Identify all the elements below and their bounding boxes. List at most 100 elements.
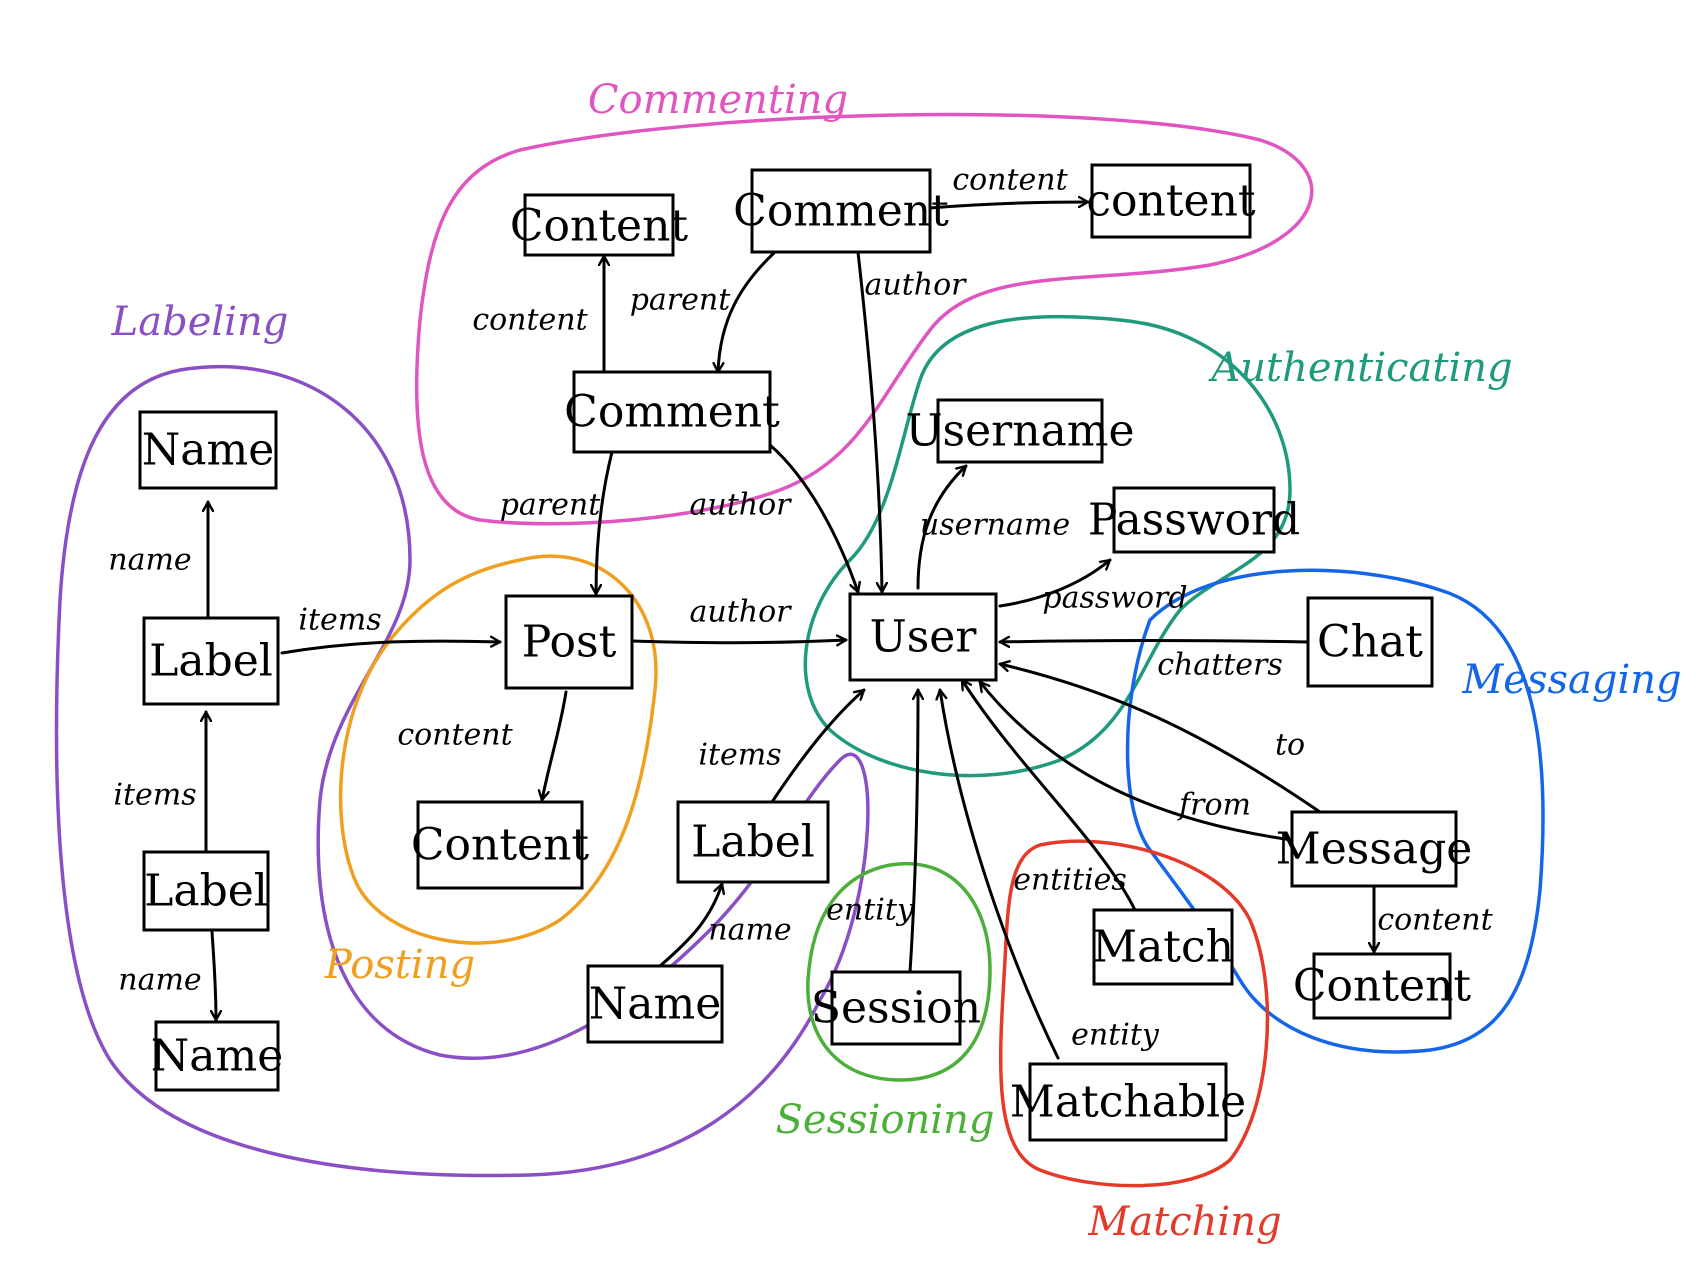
groups-layer xyxy=(54,112,1545,1188)
edge-label-label-user-items: items xyxy=(698,738,781,773)
node-label-content-comment-right: content xyxy=(1086,176,1256,227)
edge-session-entity xyxy=(908,688,918,974)
edge-label-matchable-entity: entity xyxy=(1071,1018,1160,1053)
edge-user-password xyxy=(998,558,1112,608)
node-label-post: Post xyxy=(522,617,617,668)
node-user: User xyxy=(848,592,998,682)
edge-label-user-items xyxy=(770,688,866,804)
nodes-layer: Content Comment content Comment Name Lab… xyxy=(138,163,1473,1142)
edge-label-comment-top-content: content xyxy=(952,163,1068,198)
node-post: Post xyxy=(504,594,634,690)
node-label-matchable: Matchable xyxy=(1010,1077,1246,1128)
node-label-label-lower: Label xyxy=(144,866,268,917)
node-label-match: Match xyxy=(1092,922,1234,973)
group-labels-layer: Commenting Labeling Authenticating Posti… xyxy=(111,77,1682,1245)
edge-comment-mid-author xyxy=(768,443,858,594)
group-outline-labeling xyxy=(54,364,870,1178)
edge-comment-mid-parent xyxy=(596,450,614,596)
edge-label-message-to: to xyxy=(1275,728,1305,763)
node-label-username: Username xyxy=(905,406,1134,457)
node-chat: Chat xyxy=(1306,596,1434,688)
edge-labels-layer: content parent author content parent aut… xyxy=(108,163,1493,1053)
edges-layer xyxy=(206,202,1374,1060)
edge-label-comment-top-parent: parent xyxy=(630,283,732,318)
edge-label-lower-name xyxy=(212,930,216,1022)
node-label-lower: Label xyxy=(142,850,270,932)
edge-comment-top-content-right xyxy=(928,202,1090,210)
edge-message-from xyxy=(978,680,1294,842)
edge-label-session-entity: entity xyxy=(826,893,915,928)
node-name-label-top: Name xyxy=(138,410,278,490)
node-label-user: User xyxy=(870,612,978,663)
edge-label-message-from: from xyxy=(1177,788,1251,823)
node-label-label-main: Label xyxy=(149,636,273,687)
edge-label-user-username: username xyxy=(920,508,1070,543)
node-content-comment-top: Content xyxy=(510,193,689,257)
node-name-label-bottom: Name xyxy=(151,1020,284,1092)
node-comment-mid: Comment xyxy=(564,370,780,454)
node-label-user: Label xyxy=(676,800,830,884)
edge-label-label-lower-items: items xyxy=(113,778,196,813)
edge-user-username xyxy=(916,464,968,590)
node-comment-top: Comment xyxy=(733,168,949,254)
group-label-sessioning: Sessioning xyxy=(776,1097,995,1143)
edge-label-comment-top-author: author xyxy=(865,268,968,303)
node-label-name-label-bottom: Name xyxy=(151,1031,284,1082)
group-label-matching: Matching xyxy=(1087,1199,1281,1245)
edge-label-comment-mid-content: content xyxy=(472,303,588,338)
node-content-post: Content xyxy=(411,800,590,890)
node-content-comment-right: content xyxy=(1086,163,1256,239)
edge-label-match-entities: entities xyxy=(1013,863,1127,898)
node-label-chat: Chat xyxy=(1317,617,1423,668)
node-label-session: Session xyxy=(811,983,981,1034)
group-label-authenticating: Authenticating xyxy=(1207,345,1512,391)
node-content-message: Content xyxy=(1293,952,1472,1020)
group-label-commenting: Commenting xyxy=(588,77,848,123)
group-outline-commenting xyxy=(414,112,1314,526)
edge-label-label-main-name: name xyxy=(108,543,191,578)
group-outline-matching xyxy=(998,839,1270,1188)
node-match: Match xyxy=(1092,908,1234,986)
edge-post-content xyxy=(542,690,568,802)
edge-message-to xyxy=(998,664,1322,814)
node-label-label-user: Label xyxy=(691,817,815,868)
edge-match-entities xyxy=(960,678,1137,912)
edge-label-comment-mid-parent: parent xyxy=(500,488,602,523)
group-outline-authenticating xyxy=(803,314,1292,778)
edge-label-post-author: author xyxy=(690,595,793,630)
node-label-content-comment-top: Content xyxy=(510,201,689,252)
edge-label-comment-mid-author: author xyxy=(690,488,793,523)
group-outline-sessioning xyxy=(806,861,992,1082)
node-session: Session xyxy=(811,970,981,1046)
node-label-name-label-user: Name xyxy=(589,979,722,1030)
node-name-label-user: Name xyxy=(586,964,724,1044)
node-message: Message xyxy=(1276,810,1473,888)
edge-label-label-lower-name: name xyxy=(118,963,201,998)
edge-label-post-content: content xyxy=(397,718,513,753)
edge-label-message-content: content xyxy=(1377,903,1493,938)
group-label-labeling: Labeling xyxy=(111,299,289,345)
node-label-comment-top: Comment xyxy=(733,186,949,237)
edge-name-user-label xyxy=(658,882,722,968)
edge-chat-chatters xyxy=(998,641,1310,643)
edge-label-main-items xyxy=(280,641,502,655)
node-label-content-post: Content xyxy=(411,820,590,871)
edge-matchable-entity xyxy=(940,688,1060,1060)
edge-comment-top-parent xyxy=(718,250,777,374)
edge-label-user-password: password xyxy=(1042,581,1187,616)
group-outline-posting xyxy=(338,554,658,945)
node-label-comment-mid: Comment xyxy=(564,387,780,438)
node-password: Password xyxy=(1088,486,1300,554)
node-label-name-label-top: Name xyxy=(142,425,275,476)
node-username: Username xyxy=(905,398,1135,464)
edge-label-name-user-label: name xyxy=(708,913,791,948)
group-label-posting: Posting xyxy=(324,942,475,988)
edge-post-author xyxy=(630,640,848,643)
group-label-messaging: Messaging xyxy=(1461,657,1681,703)
node-label-message: Message xyxy=(1276,824,1473,875)
node-label-password: Password xyxy=(1088,495,1300,546)
edge-comment-top-author xyxy=(856,250,882,594)
edge-label-label-main-items: items xyxy=(298,603,381,638)
node-label-content-message: Content xyxy=(1293,961,1472,1012)
